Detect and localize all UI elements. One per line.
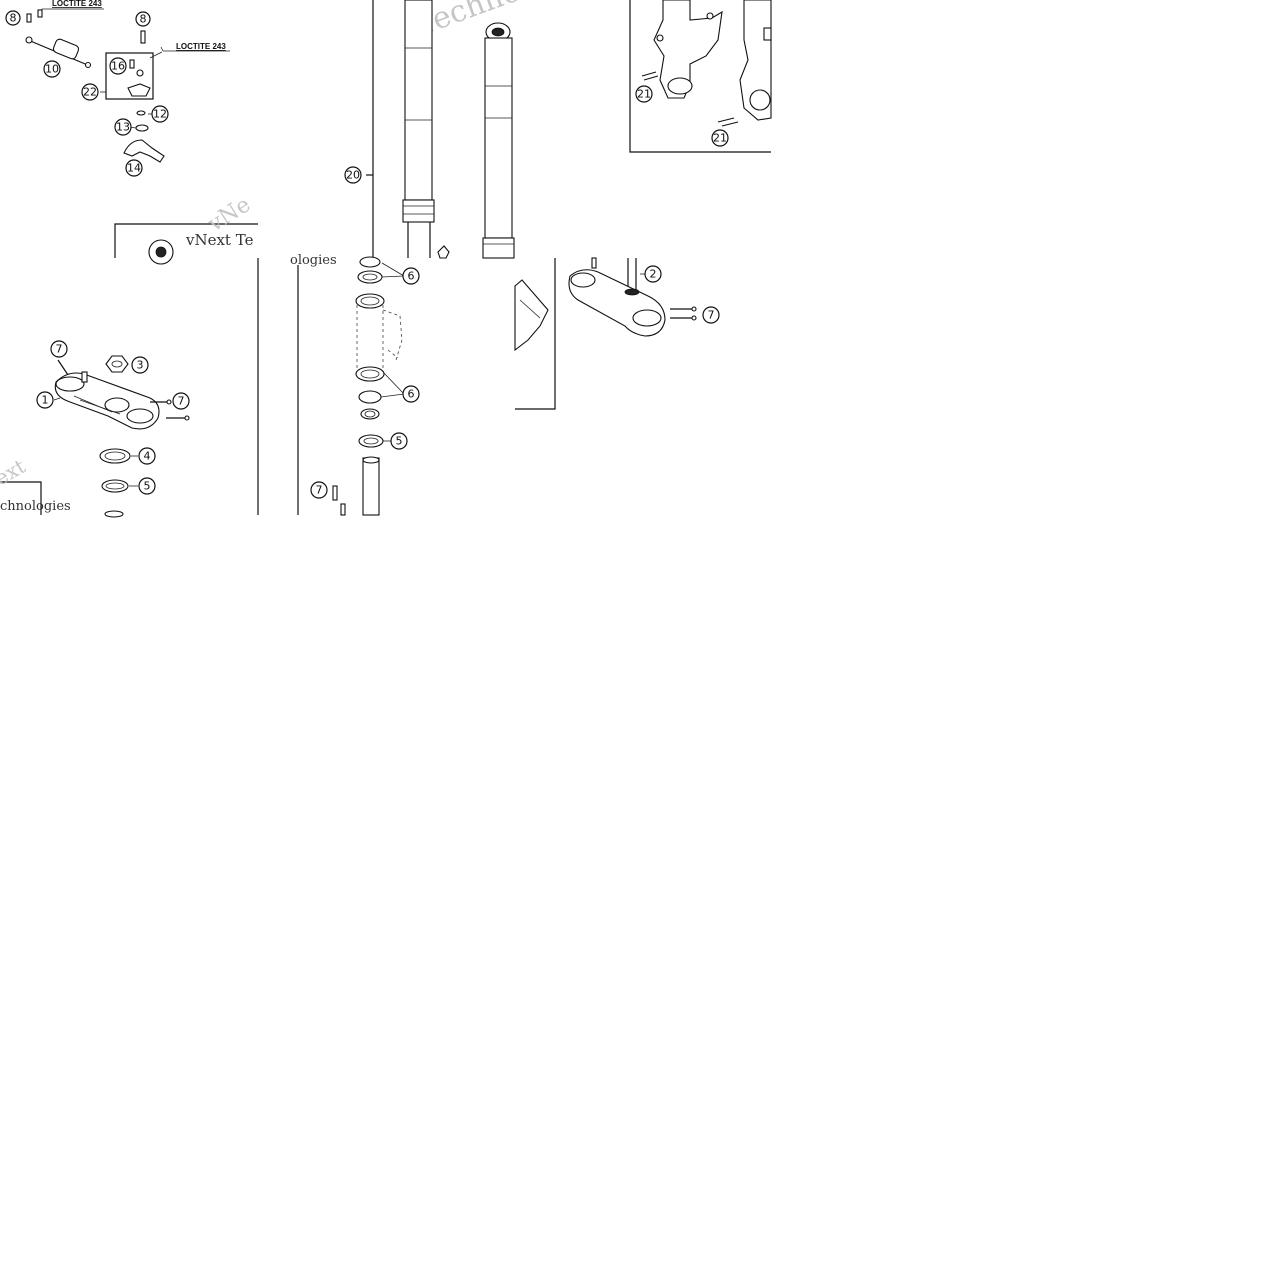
callout-8: 8	[5, 10, 21, 26]
callout-21: 21	[635, 85, 653, 103]
callout-7: 7	[50, 340, 68, 358]
lower-triple-clamp-group: 2 7	[514, 257, 720, 410]
callout-7: 7	[172, 392, 190, 410]
loctite-label-top: LOCTITE 243	[52, 0, 102, 8]
svg-text:10: 10	[45, 63, 59, 76]
callout-3: 3	[131, 356, 149, 374]
svg-text:16: 16	[111, 60, 125, 73]
clamp-part	[127, 83, 151, 97]
steering-nut	[105, 355, 129, 373]
seal-ring	[101, 479, 129, 493]
callout-4: 4	[138, 447, 156, 465]
damper-body	[25, 36, 92, 69]
callout-8: 8	[135, 11, 151, 27]
fork-leg-left	[653, 0, 723, 99]
steering-damper-group: LOCTITE 243 LOCTITE 243	[5, 0, 230, 177]
svg-text:1: 1	[42, 394, 49, 407]
callout-10: 10	[43, 60, 61, 78]
fork-leg-partial	[514, 279, 549, 352]
watermark-brand: vNext Te	[185, 231, 254, 249]
svg-text:8: 8	[140, 13, 147, 26]
fork-tube-left	[404, 0, 433, 201]
svg-text:3: 3	[137, 359, 144, 372]
steering-stem	[362, 457, 380, 516]
dust-seal	[358, 434, 384, 448]
lower-legs-inset: 21 21	[629, 0, 772, 153]
callout-14: 14	[125, 159, 143, 177]
clamp-detail-box	[105, 52, 154, 100]
callout-16: 16	[109, 57, 127, 75]
watermark-brand-2: ologies	[290, 253, 337, 268]
svg-text:21: 21	[713, 132, 727, 145]
fork-slider-left	[402, 199, 435, 223]
callout-21: 21	[711, 129, 729, 147]
callout-6: 6	[402, 385, 420, 403]
steering-stem-group: 6 6 5 7	[297, 256, 420, 516]
svg-text:5: 5	[396, 435, 403, 448]
svg-text:14: 14	[127, 162, 141, 175]
callout-13: 13	[114, 118, 132, 136]
callout-5: 5	[138, 477, 156, 495]
cover-washer	[99, 448, 131, 464]
bracket-part	[123, 139, 165, 163]
svg-text:6: 6	[408, 388, 415, 401]
bearing-upper	[357, 270, 383, 284]
svg-text:22: 22	[83, 86, 97, 99]
screw-part	[26, 13, 32, 23]
svg-text:4: 4	[144, 450, 151, 463]
svg-text:6: 6	[408, 270, 415, 283]
svg-text:21: 21	[637, 88, 651, 101]
left-inset-box: vNext Te vNe ologies	[114, 192, 337, 515]
svg-text:2: 2	[650, 268, 657, 281]
watermark-bottom-left: ext	[0, 454, 29, 490]
svg-text:7: 7	[708, 309, 715, 322]
callout-7: 7	[702, 306, 720, 324]
svg-text:7: 7	[178, 395, 185, 408]
svg-text:12: 12	[153, 108, 167, 121]
svg-text:7: 7	[56, 343, 63, 356]
callout-12: 12	[151, 105, 169, 123]
screw-part	[140, 30, 146, 44]
svg-text:20: 20	[346, 169, 360, 182]
svg-text:13: 13	[116, 121, 130, 134]
callout-5: 5	[390, 432, 408, 450]
callout-6: 6	[402, 267, 420, 285]
bearing-lower	[355, 366, 385, 382]
callout-22: 22	[81, 83, 99, 101]
svg-text:5: 5	[144, 480, 151, 493]
screw-part	[37, 9, 43, 18]
svg-text:8: 8	[10, 12, 17, 25]
callout-2: 2	[644, 265, 662, 283]
callout-20: 20	[344, 166, 362, 184]
callout-7: 7	[310, 481, 328, 499]
callout-1: 1	[36, 391, 54, 409]
watermark-bottom-left-2: chnologies	[0, 499, 71, 514]
fork-tube-right	[484, 37, 513, 239]
loctite-label-mid: LOCTITE 243	[176, 42, 226, 51]
upper-triple-clamp-group: 7 3 7 1 4 5 ext chnologies	[0, 340, 190, 518]
svg-text:7: 7	[316, 484, 323, 497]
fork-tubes-group: Techno 20	[344, 0, 525, 259]
